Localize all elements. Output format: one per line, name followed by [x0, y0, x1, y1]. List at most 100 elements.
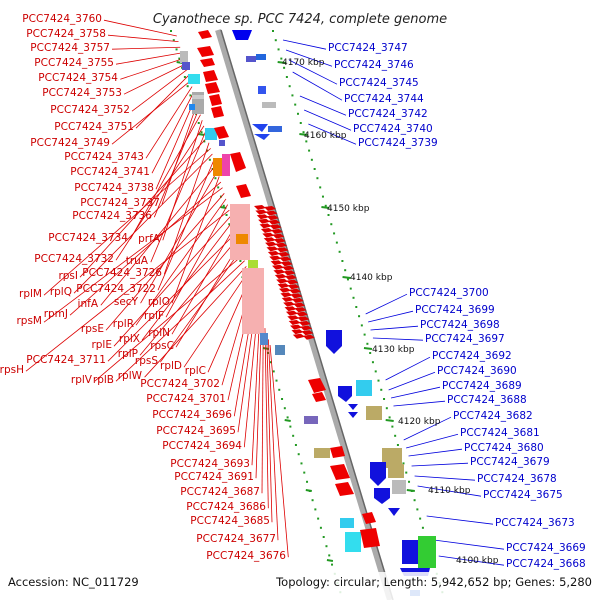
gene-arrow — [236, 184, 251, 198]
gene-arrow — [209, 94, 222, 106]
gene-arrow — [197, 46, 214, 57]
tick-dot — [380, 388, 383, 391]
gene-label: PCC7424_3739 — [358, 137, 438, 149]
gene-arrow — [330, 446, 345, 458]
tick-dot — [175, 48, 178, 51]
gene-arrow — [360, 528, 380, 548]
tick-dot — [280, 57, 283, 60]
tick-dot — [288, 85, 291, 88]
gene-label: PCC7424_3752 — [50, 104, 130, 116]
leader-line — [406, 433, 459, 449]
tick-dot — [178, 57, 181, 60]
tick-dot — [285, 76, 288, 78]
gene-block — [248, 260, 258, 270]
gene-block — [180, 51, 188, 63]
gene-block — [213, 158, 223, 176]
leader-line — [111, 46, 181, 50]
gene-arrow — [284, 275, 297, 280]
gene-label: PCC7424_3694 — [162, 440, 242, 452]
tick-dot — [310, 158, 313, 161]
gene-block — [222, 154, 230, 176]
leader-line — [162, 120, 203, 241]
tick-dot — [319, 526, 322, 529]
gene-arrow — [282, 265, 295, 271]
tick-dot — [355, 306, 358, 308]
gene-label: infA — [78, 298, 99, 310]
gene-arrow — [275, 242, 288, 248]
leader-line — [73, 153, 213, 294]
leader-line — [368, 310, 414, 323]
gene-label: PCC7424_3751 — [54, 121, 134, 133]
tick-dot — [313, 168, 316, 170]
gene-block — [188, 74, 200, 84]
tick-dot — [321, 195, 324, 198]
tick-dot — [344, 269, 347, 272]
tick-dot — [311, 499, 314, 502]
gene-arrow — [258, 218, 271, 224]
gene-label: PCC7424_3746 — [334, 59, 414, 71]
gene-arrow — [277, 283, 290, 289]
gene-label: rplR — [113, 318, 134, 330]
forward-genes — [180, 30, 380, 552]
gene-block — [230, 204, 250, 260]
gene-label: PCC7424_3677 — [196, 533, 276, 545]
tick-dot — [277, 48, 280, 51]
tick-dot — [302, 131, 305, 134]
tick-dot — [283, 407, 286, 410]
gene-arrow — [279, 256, 292, 262]
leader-line — [171, 176, 220, 304]
gene-block — [392, 480, 406, 494]
leader-line — [25, 209, 230, 372]
scale-label: 4130 kbp — [372, 345, 415, 355]
gene-label: rpsE — [81, 323, 104, 335]
gene-arrow — [388, 508, 400, 516]
gene-label: PCC7424_3679 — [470, 456, 550, 468]
gene-label: rplB — [93, 374, 114, 386]
gene-block — [256, 54, 266, 60]
tick-dot — [281, 398, 284, 400]
gene-arrow — [255, 209, 268, 215]
gene-label: prfA — [138, 233, 161, 245]
gene-arrow — [264, 206, 276, 211]
leader-line — [438, 555, 505, 566]
gene-label: rplD — [160, 360, 182, 372]
tick-dot — [328, 554, 331, 557]
gene-label: rpsC — [150, 340, 174, 352]
tick-dot — [408, 480, 411, 483]
leader-line — [141, 221, 234, 341]
tick-dot — [405, 471, 408, 474]
major-tick — [220, 206, 227, 209]
tick-dot — [186, 85, 189, 88]
leader-line — [372, 337, 424, 341]
gene-arrow — [203, 70, 218, 82]
major-tick — [277, 61, 286, 64]
leader-line — [107, 34, 179, 43]
gene-arrow — [298, 321, 311, 326]
tick-dot — [363, 333, 366, 336]
gene-arrow — [300, 325, 313, 331]
blue-leader-lines — [282, 39, 505, 566]
gene-label: rplO — [148, 296, 170, 308]
tick-dot — [419, 517, 422, 520]
gene-block — [268, 126, 282, 132]
leader-line — [115, 52, 182, 65]
gene-label: rplX — [119, 333, 140, 345]
tick-dot — [278, 388, 281, 391]
gene-arrow — [254, 134, 270, 140]
leader-line — [43, 187, 223, 323]
tick-dot — [346, 278, 349, 281]
tick-dot — [294, 103, 297, 106]
gene-label: PCC7424_3740 — [353, 123, 433, 135]
gene-arrow — [272, 233, 285, 239]
gene-label: PCC7424_3675 — [483, 489, 563, 501]
tick-dot — [383, 398, 386, 400]
tick-dot — [303, 471, 306, 474]
tick-dot — [222, 204, 225, 207]
tick-dot — [394, 434, 397, 437]
gene-block — [219, 140, 225, 146]
leader-line — [150, 131, 206, 263]
gene-arrow — [288, 288, 301, 294]
gene-label: PCC7424_3732 — [34, 253, 114, 265]
tick-dot — [239, 260, 242, 262]
tick-dot — [371, 361, 374, 364]
